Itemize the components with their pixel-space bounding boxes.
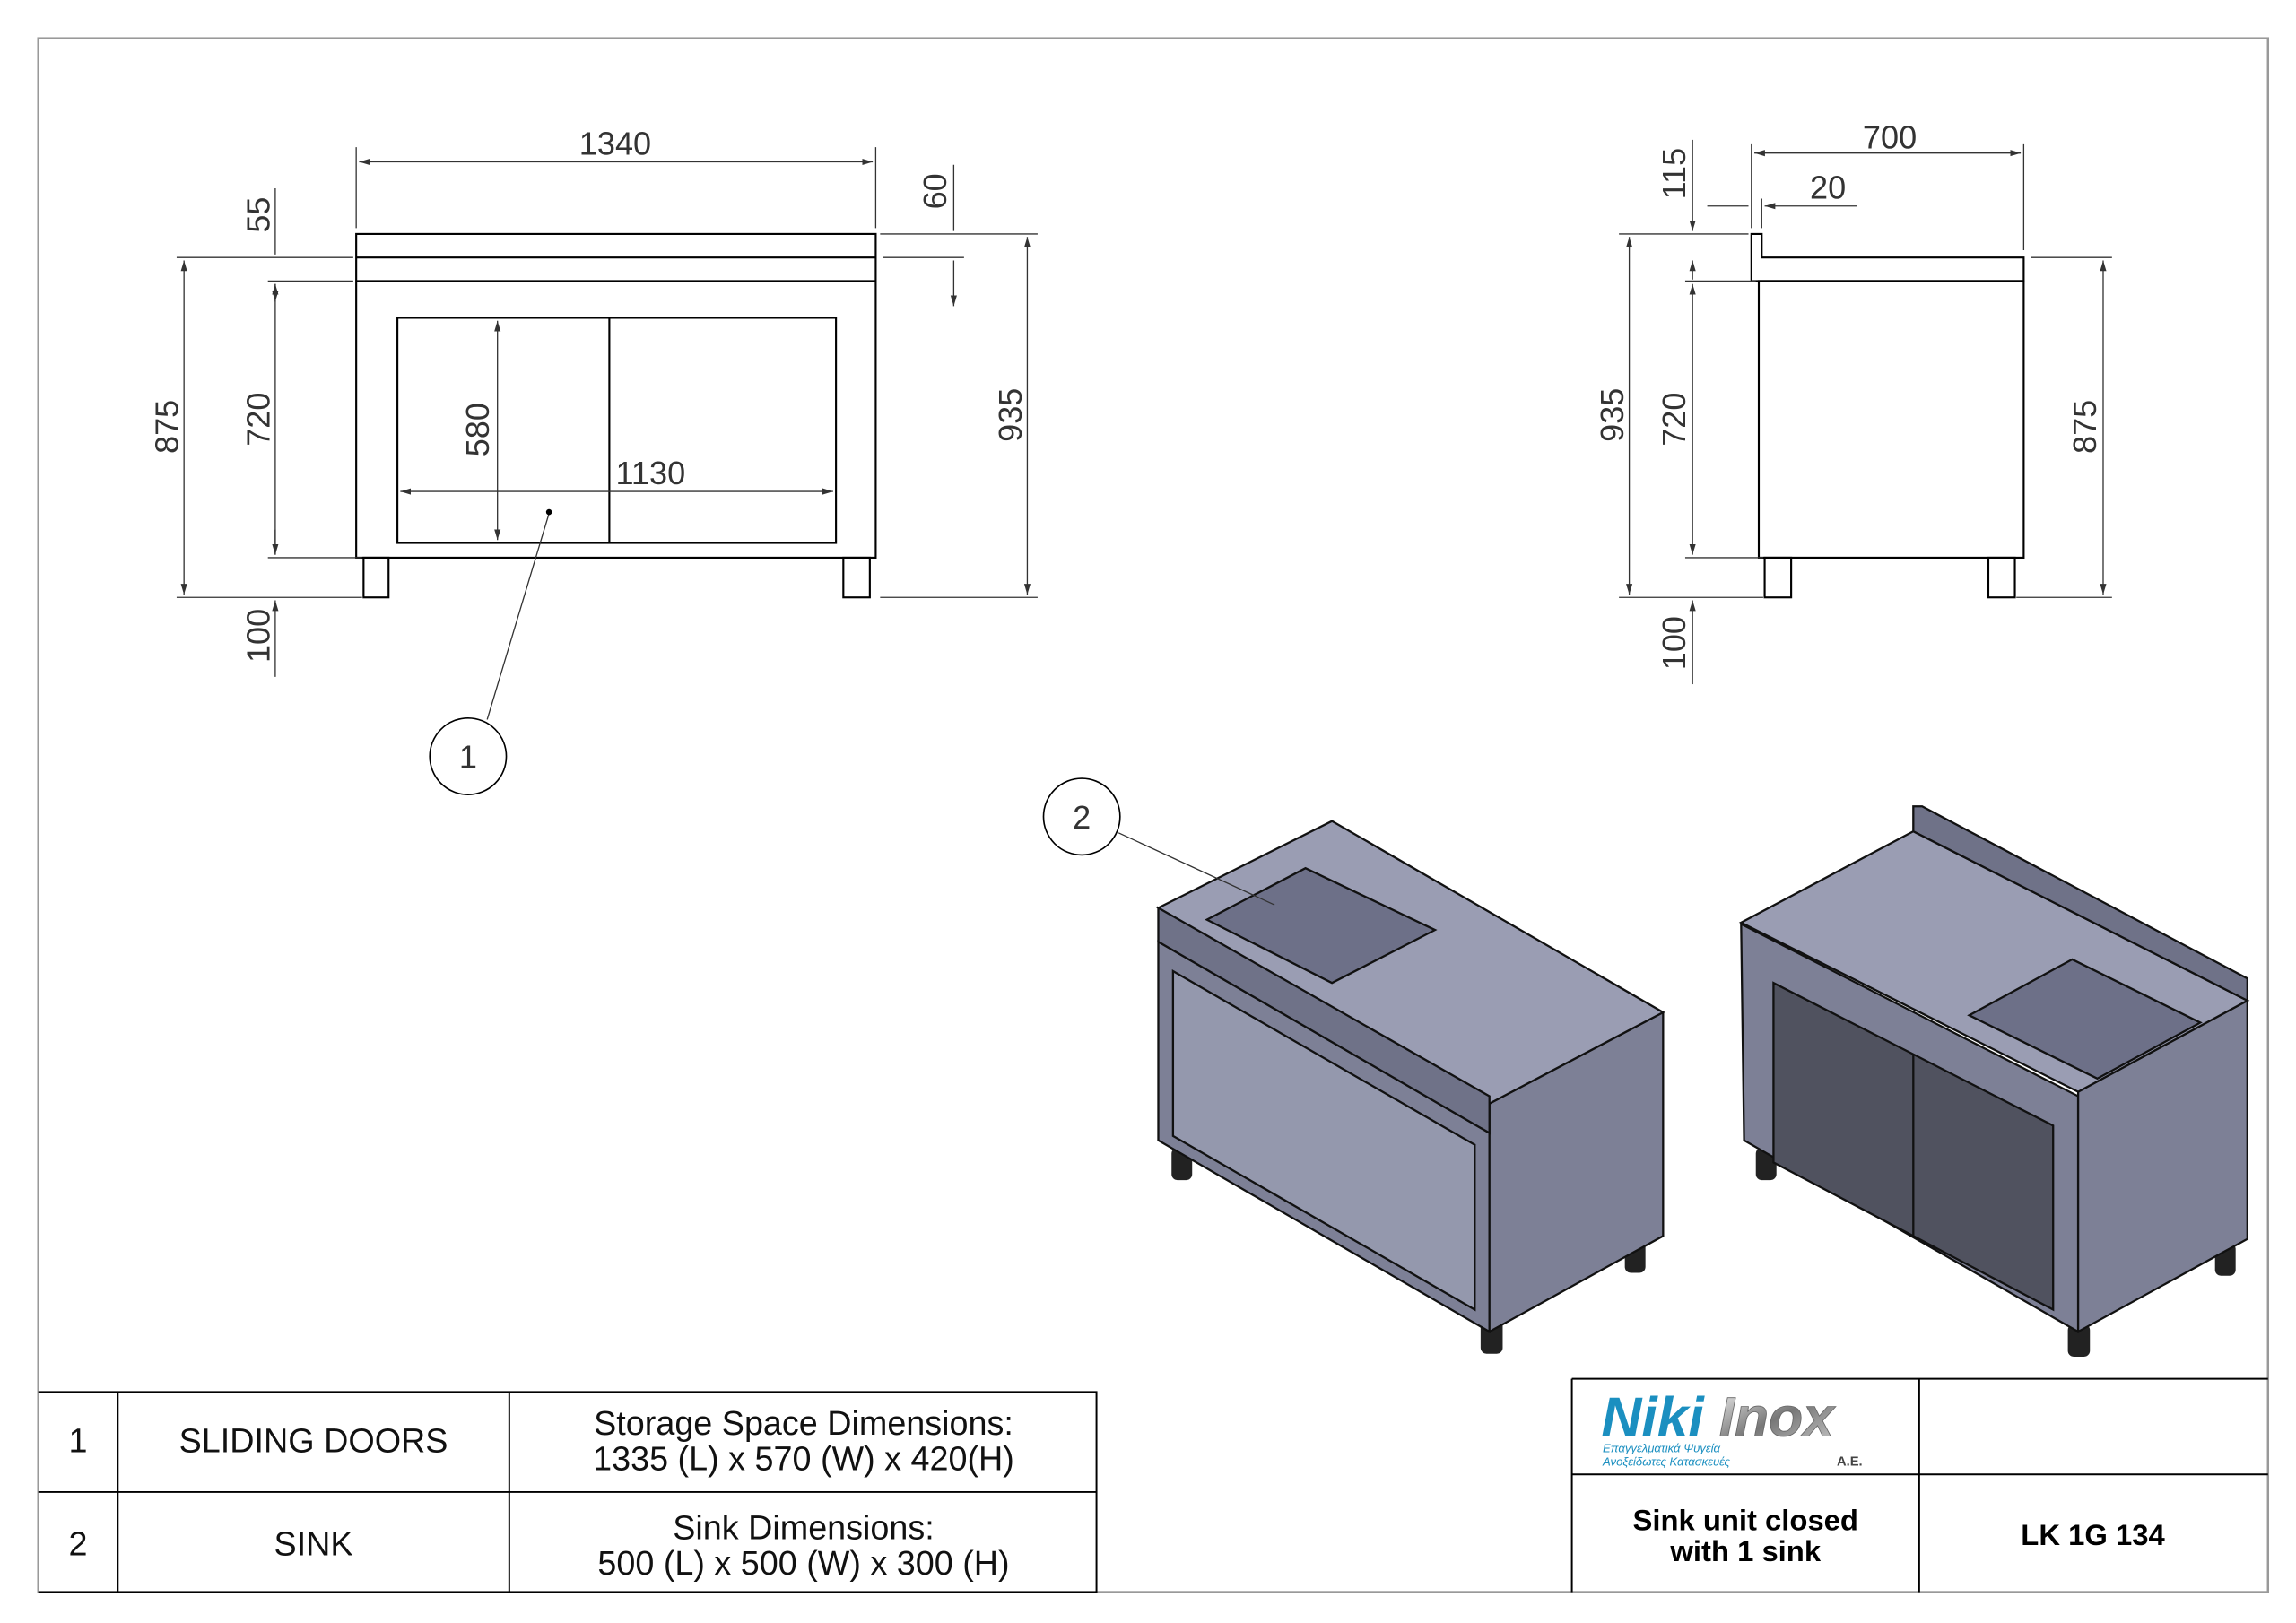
side-dim-depth: 700 [1863, 119, 1917, 156]
parts-table: 1 SLIDING DOORS Storage Space Dimensions… [38, 1391, 1098, 1593]
svg-text:Sink Dimensions:: Sink Dimensions: [673, 1508, 935, 1546]
svg-text:A.E.: A.E. [1837, 1454, 1863, 1469]
svg-text:2: 2 [69, 1525, 88, 1563]
dim-door-1130: 1130 [616, 455, 686, 491]
side-view: 700 20 115 935 720 875 100 [1594, 119, 2112, 685]
svg-text:500 (L) x 500 (W) x 300 (H): 500 (L) x 500 (W) x 300 (H) [597, 1544, 1009, 1582]
iso-view-open: 2 [1042, 777, 1665, 1354]
balloon-2 [1042, 777, 1121, 856]
iso-view-closed [1738, 805, 2250, 1357]
svg-text:SLIDING DOORS: SLIDING DOORS [179, 1422, 448, 1460]
dim-body-720: 720 [239, 393, 276, 447]
product-code: LK 1G 134 [2021, 1518, 2165, 1551]
dim-total-935: 935 [992, 388, 1029, 442]
side-dim-100: 100 [1656, 616, 1692, 670]
balloon-1-label: 1 [459, 739, 477, 776]
svg-text:Inox: Inox [1719, 1387, 1836, 1449]
table-row: 1 SLIDING DOORS Storage Space Dimensions… [69, 1404, 1014, 1477]
svg-text:Storage Space Dimensions:: Storage Space Dimensions: [594, 1404, 1013, 1442]
svg-text:SINK: SINK [274, 1525, 353, 1563]
side-dim-720: 720 [1656, 393, 1692, 447]
sheet-border [37, 37, 2270, 1593]
title-block: Niki Inox Επαγγελματικά Ψυγεία Ανοξείδωτ… [1570, 1377, 2268, 1593]
product-description: Sink unit closed [1632, 1504, 1858, 1537]
balloon-2-label: 2 [1073, 799, 1091, 836]
dim-door-580: 580 [459, 403, 496, 456]
side-dim-115: 115 [1656, 148, 1692, 200]
product-description-2: with 1 sink [1669, 1534, 1821, 1567]
dim-height-875: 875 [149, 400, 186, 454]
side-dim-20: 20 [1810, 169, 1846, 206]
svg-text:Επαγγελματικά Ψυγεία: Επαγγελματικά Ψυγεία [1603, 1442, 1720, 1455]
dim-splash-60: 60 [917, 173, 953, 209]
table-row: 2 SINK Sink Dimensions: 500 (L) x 500 (W… [69, 1508, 1010, 1581]
svg-text:Niki: Niki [1601, 1387, 1705, 1449]
svg-text:Ανοξείδωτες Κατασκευές: Ανοξείδωτες Κατασκευές [1602, 1454, 1731, 1468]
side-dim-935: 935 [1594, 388, 1631, 442]
side-dim-875: 875 [2066, 400, 2103, 454]
dim-leg-100: 100 [239, 609, 276, 663]
svg-text:1335 (L) x 570 (W) x 420(H): 1335 (L) x 570 (W) x 420(H) [593, 1439, 1014, 1477]
company-logo: Niki Inox Επαγγελματικά Ψυγεία Ανοξείδωτ… [1601, 1386, 1863, 1469]
svg-text:1: 1 [69, 1422, 88, 1460]
balloon-1 [429, 716, 508, 795]
dim-top-55: 55 [239, 197, 276, 233]
front-view: 1340 875 720 55 60 580 1130 935 100 1 [149, 125, 1038, 795]
dim-width: 1340 [579, 125, 651, 161]
